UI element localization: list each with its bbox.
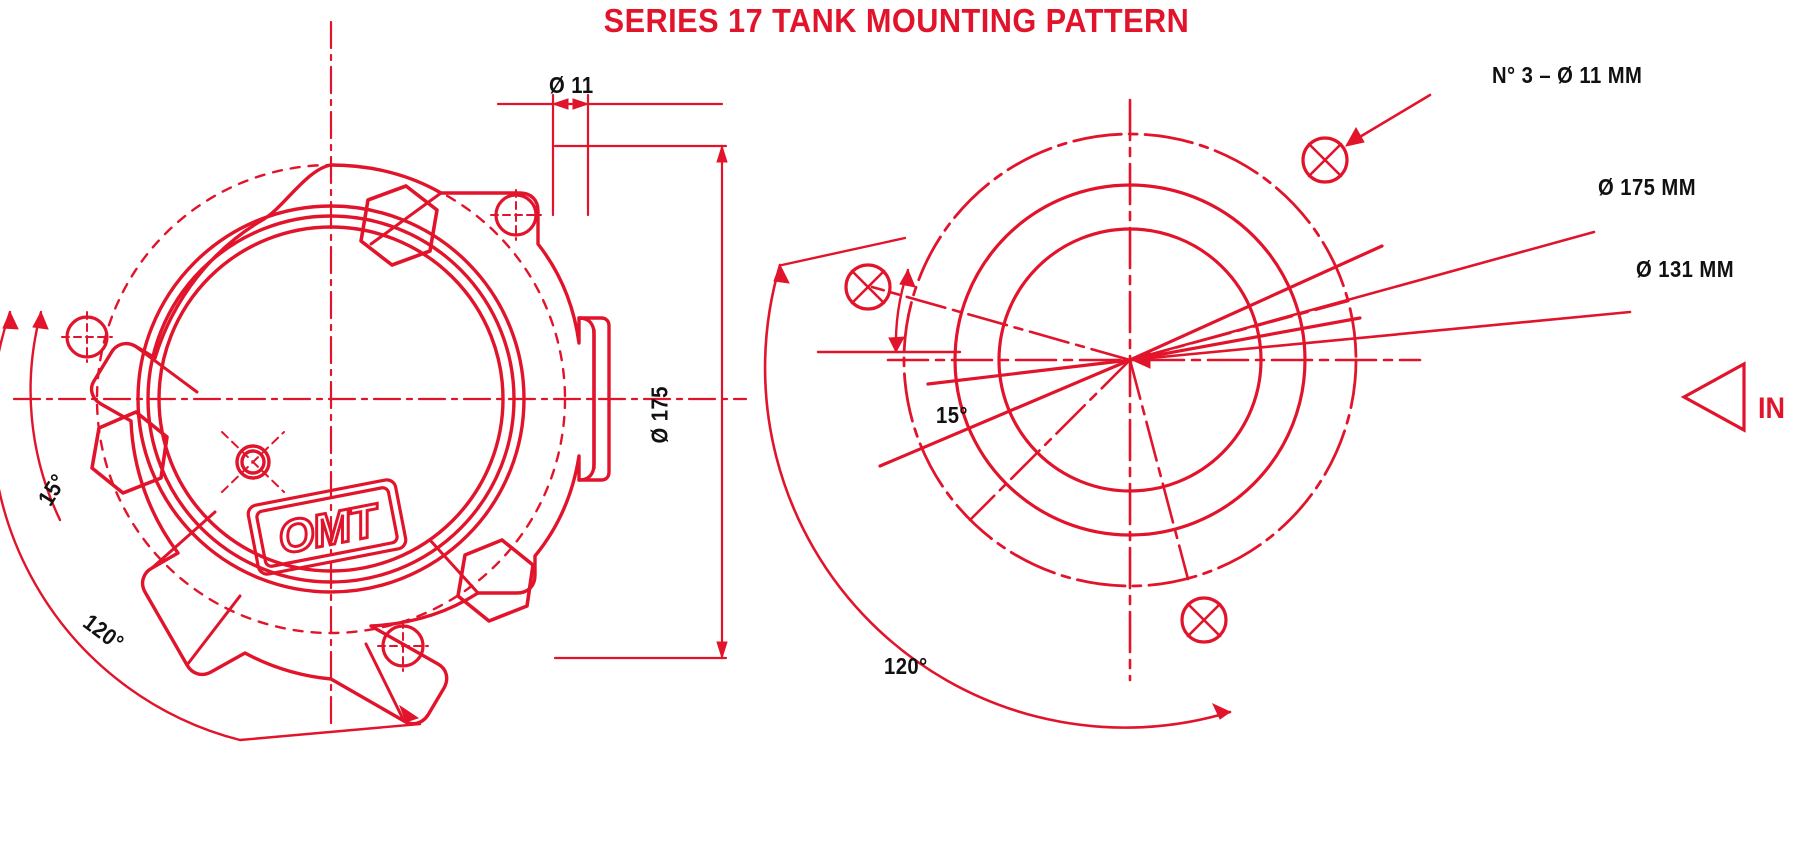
right-angle-15-label: 15° — [936, 402, 968, 428]
right-bolt-circle-label: Ø 131 MM — [1636, 256, 1735, 282]
right-outer-diameter-label: Ø 175 MM — [1598, 174, 1697, 200]
left-hole-dim-label: Ø 11 — [549, 72, 594, 98]
page-title: SERIES 17 TANK MOUNTING PATTERN — [603, 2, 1190, 39]
right-hole-callout-label: N° 3 – Ø 11 MM — [1492, 62, 1643, 88]
right-angle-120-label: 120° — [884, 653, 928, 679]
flow-direction-label: IN — [1758, 392, 1785, 425]
